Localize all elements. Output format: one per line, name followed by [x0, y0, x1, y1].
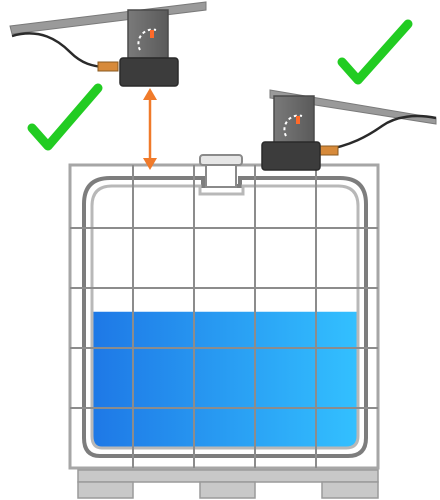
- sensor-head-left: [119, 57, 179, 87]
- pallet-base: [77, 469, 379, 499]
- check-icon: [27, 83, 103, 151]
- tank-inner-wall: [90, 184, 360, 450]
- check-icon: [337, 19, 413, 85]
- sensor-cable-left: [11, 32, 109, 70]
- sensor-cable-right: [323, 114, 437, 152]
- sensor-head-right: [261, 141, 321, 171]
- sensor-left: [9, 1, 207, 87]
- cage-grid: [70, 165, 378, 468]
- distance-arrow: [143, 88, 157, 170]
- filler-cap: [199, 154, 243, 188]
- mounting-bracket-left: [9, 1, 207, 35]
- sensor-right: [261, 89, 437, 171]
- liquid-fill: [92, 311, 358, 448]
